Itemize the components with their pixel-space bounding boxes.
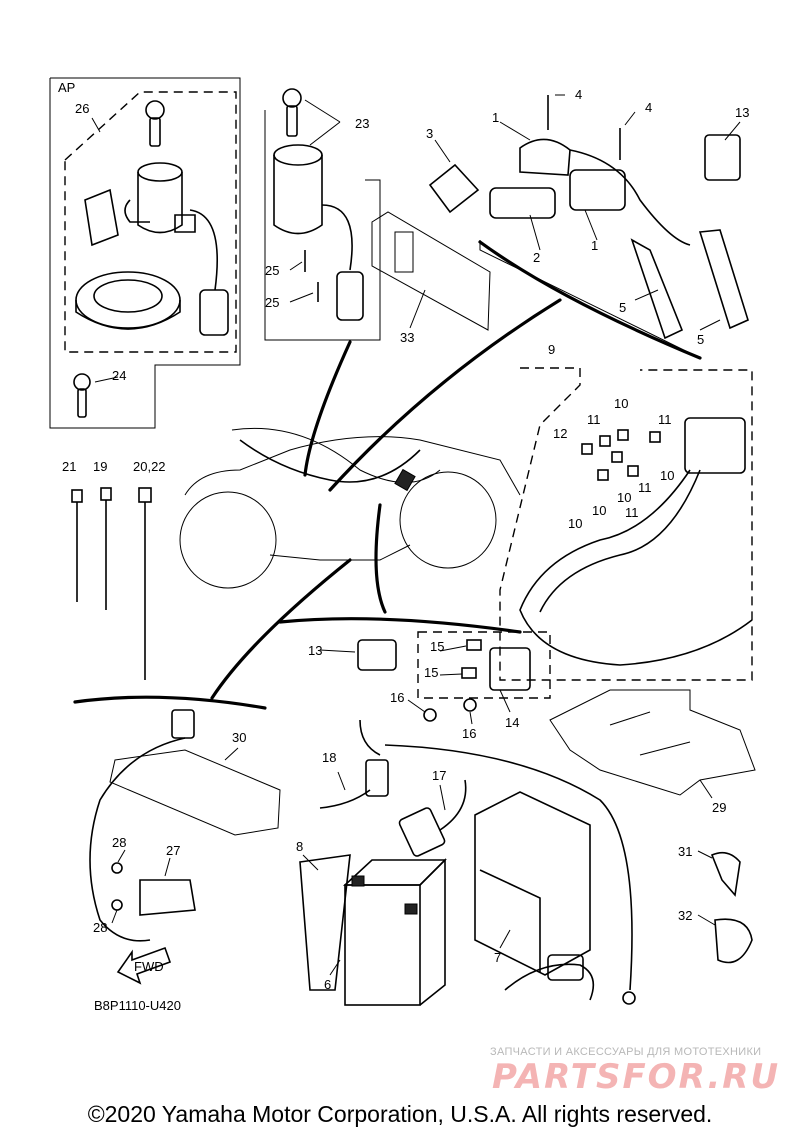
callout-9: 9 <box>548 342 555 357</box>
callout-26: 26 <box>75 101 89 116</box>
callout-33: 33 <box>400 330 414 345</box>
callout-6: 6 <box>324 977 331 992</box>
callout-21: 21 <box>62 459 76 474</box>
callout-5: 5 <box>697 332 704 347</box>
callout-7: 7 <box>494 950 501 965</box>
callout-4: 4 <box>645 100 652 115</box>
callout-11: 11 <box>638 480 652 495</box>
watermark-subtitle: ЗАПЧАСТИ И АКСЕССУАРЫ ДЛЯ МОТОТЕХНИКИ <box>490 1046 761 1058</box>
callout-19: 19 <box>93 459 107 474</box>
cable-ties <box>71 487 152 680</box>
motorcycle-outline <box>179 427 521 589</box>
ignition-switch-assembly <box>73 100 229 418</box>
callout-31: 31 <box>678 844 692 859</box>
lean-sensor-group: FWD <box>89 709 281 985</box>
callout-27: 27 <box>166 843 180 858</box>
callout-8: 8 <box>296 839 303 854</box>
callout-24: 24 <box>112 368 126 383</box>
callout-10: 10 <box>660 468 674 483</box>
watermark: ЗАПЧАСТИ И АКСЕССУАРЫ ДЛЯ МОТОТЕХНИКИ PA… <box>490 1046 780 1097</box>
callout-30: 30 <box>232 730 246 745</box>
callout-13: 13 <box>735 105 749 120</box>
callout-25: 25 <box>265 263 279 278</box>
ignition-coil-group <box>428 95 749 359</box>
callout-16: 16 <box>462 726 476 741</box>
callout-10: 10 <box>617 490 631 505</box>
main-switch-assembly <box>264 88 381 341</box>
copyright-notice: ©2020 Yamaha Motor Corporation, U.S.A. A… <box>87 1101 713 1127</box>
harness-group-box <box>499 367 753 681</box>
callout-5: 5 <box>619 300 626 315</box>
callout-18: 18 <box>322 750 336 765</box>
callout-11: 11 <box>587 412 601 427</box>
callout-1: 1 <box>591 238 598 253</box>
callout-4: 4 <box>575 87 582 102</box>
ap-group-box: AP <box>49 77 241 429</box>
callout-11: 11 <box>658 412 672 427</box>
callout-17: 17 <box>432 768 446 783</box>
callout-10: 10 <box>592 503 606 518</box>
cover-and-clamps <box>549 689 756 964</box>
callout-15: 15 <box>424 665 438 680</box>
callout-14: 14 <box>505 715 519 730</box>
callout-1: 1 <box>492 110 499 125</box>
callout-numbers: 4 4 1 3 13 2 1 5 5 9 23 25 25 33 26 24 2… <box>62 87 749 992</box>
callout-10: 10 <box>568 516 582 531</box>
callout-2: 2 <box>533 250 540 265</box>
battery-group <box>299 719 636 1006</box>
callout-23: 23 <box>355 116 369 131</box>
watermark-logo: PARTSFOR.RU <box>492 1057 780 1097</box>
drawing-code: B8P1110-U420 <box>94 998 181 1013</box>
callout-15: 15 <box>430 639 444 654</box>
callout-20-22: 20,22 <box>133 459 166 474</box>
callout-16: 16 <box>390 690 404 705</box>
callout-10: 10 <box>614 396 628 411</box>
relay-top <box>704 134 741 181</box>
callout-11: 11 <box>625 505 639 520</box>
callout-28: 28 <box>93 920 107 935</box>
callout-25: 25 <box>265 295 279 310</box>
callout-12: 12 <box>553 426 567 441</box>
label-plate <box>371 211 491 331</box>
callout-13: 13 <box>308 643 322 658</box>
callout-3: 3 <box>426 126 433 141</box>
callout-32: 32 <box>678 908 692 923</box>
fwd-label: FWD <box>134 959 164 974</box>
ap-group-label: AP <box>58 80 75 95</box>
callout-29: 29 <box>712 800 726 815</box>
callout-leaders <box>91 94 741 976</box>
group-leader-lines <box>73 240 702 710</box>
callout-28: 28 <box>112 835 126 850</box>
relay-fusebox-group <box>357 631 551 722</box>
